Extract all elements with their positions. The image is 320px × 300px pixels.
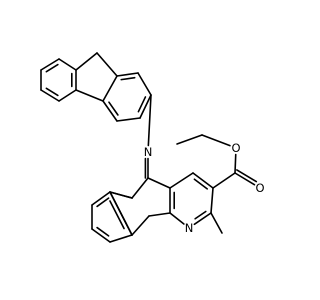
double-bond-line [137,96,147,113]
bond-line [40,89,60,102]
bond-line [116,117,141,122]
bond-line [102,100,118,122]
double-bond-line [96,226,110,237]
bond-line [75,52,98,71]
bond-line [193,212,212,226]
double-bond-line [236,169,258,183]
bond-line [75,89,104,102]
bond-line [102,75,118,102]
bond-line [58,58,77,71]
bond-lines [40,52,258,243]
bond-line [40,58,60,71]
bond-line [169,172,194,189]
bond-line [91,191,111,206]
double-bond-line [194,210,207,220]
bond-line [109,191,133,236]
imine-nitrogen-label: N [144,145,153,159]
bond-line [91,228,111,243]
bond-line [96,52,118,77]
double-bond-line [109,200,125,230]
bond-line [210,212,223,234]
atom-labels: N N O O [144,141,265,235]
bond-line [116,72,139,77]
ester-ether-oxygen-label: O [231,141,240,155]
bond-line [210,187,214,214]
double-bond-line [45,63,59,73]
bond-line [201,134,231,147]
bond-line [147,94,152,147]
double-bond-line [193,178,208,190]
bond-line [109,234,133,243]
chemical-structure: N N O O [40,52,265,243]
bond-line [148,212,171,217]
pyridine-nitrogen-label: N [185,221,194,235]
bond-line [234,153,237,174]
bond-line [139,94,152,119]
double-bond-line [45,87,59,97]
bond-line [131,177,149,199]
bond-line [234,172,256,186]
bond-line [137,72,152,96]
bond-line [176,134,203,145]
bond-line [58,89,77,102]
double-bond-line [96,197,110,208]
bond-line [109,191,133,199]
bond-line [169,212,185,225]
double-bond-line [108,101,119,116]
bond-line [147,177,171,189]
ester-carbonyl-oxygen-label: O [255,181,264,195]
bond-line [212,172,236,189]
double-bond-line [120,76,136,81]
bond-line [131,215,150,236]
bond-line [192,172,214,189]
